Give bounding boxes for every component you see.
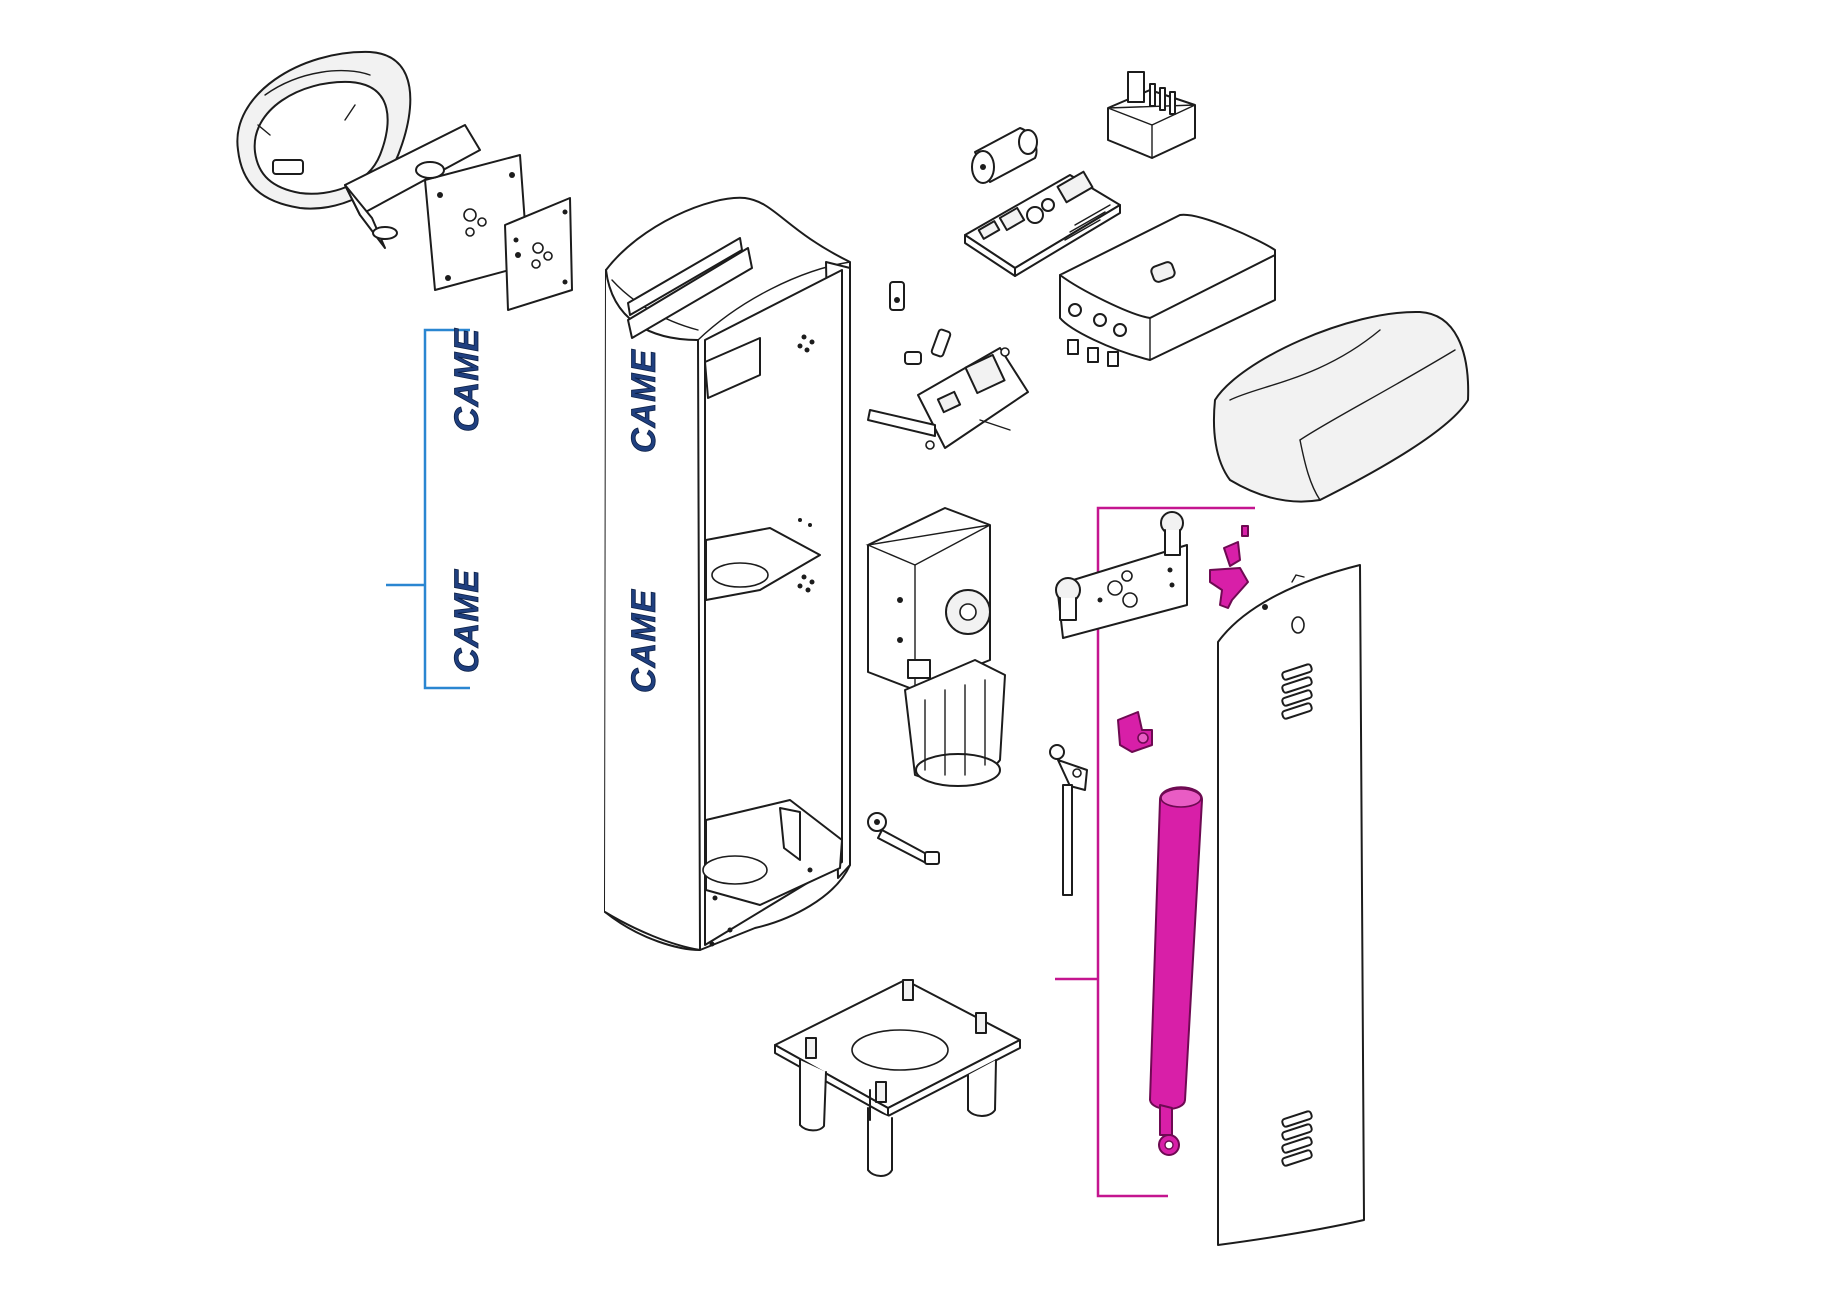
brand-decal-upper: CAME	[448, 328, 486, 432]
side-door-panel[interactable]	[1217, 564, 1365, 1246]
brand-decal-lower: CAME	[448, 569, 486, 673]
top-cover[interactable]	[1212, 310, 1470, 503]
release-shaft[interactable]	[867, 812, 940, 865]
control-box[interactable]	[1059, 213, 1276, 367]
brand-decal-set[interactable]: CAME CAME	[386, 327, 486, 690]
cover-cap-assembly[interactable]	[236, 50, 412, 210]
cabinet-logo-lower: CAME	[625, 589, 663, 693]
transformer[interactable]	[1107, 71, 1196, 159]
spring-bracket[interactable]	[1055, 511, 1188, 639]
cabinet-logo-upper: CAME	[625, 349, 663, 453]
lower-vent-slots	[1281, 1110, 1313, 1167]
upper-vent-slots	[1281, 663, 1313, 720]
balancing-spring[interactable]	[1149, 786, 1203, 1156]
main-cabinet[interactable]: CAME CAME	[604, 196, 851, 951]
spring-tie-rod[interactable]	[1049, 744, 1088, 896]
control-board[interactable]	[964, 170, 1121, 277]
anchor-bolts	[805, 979, 987, 1103]
spring-anchor[interactable]	[1117, 525, 1249, 753]
capacitor[interactable]	[971, 127, 1038, 184]
gear-motor[interactable]	[865, 507, 1006, 787]
limit-switch-assembly[interactable]	[867, 281, 1029, 450]
anchor-plate[interactable]	[774, 979, 1021, 1177]
mounting-plates[interactable]	[344, 124, 573, 311]
spring-kit-brace	[1055, 506, 1255, 1198]
